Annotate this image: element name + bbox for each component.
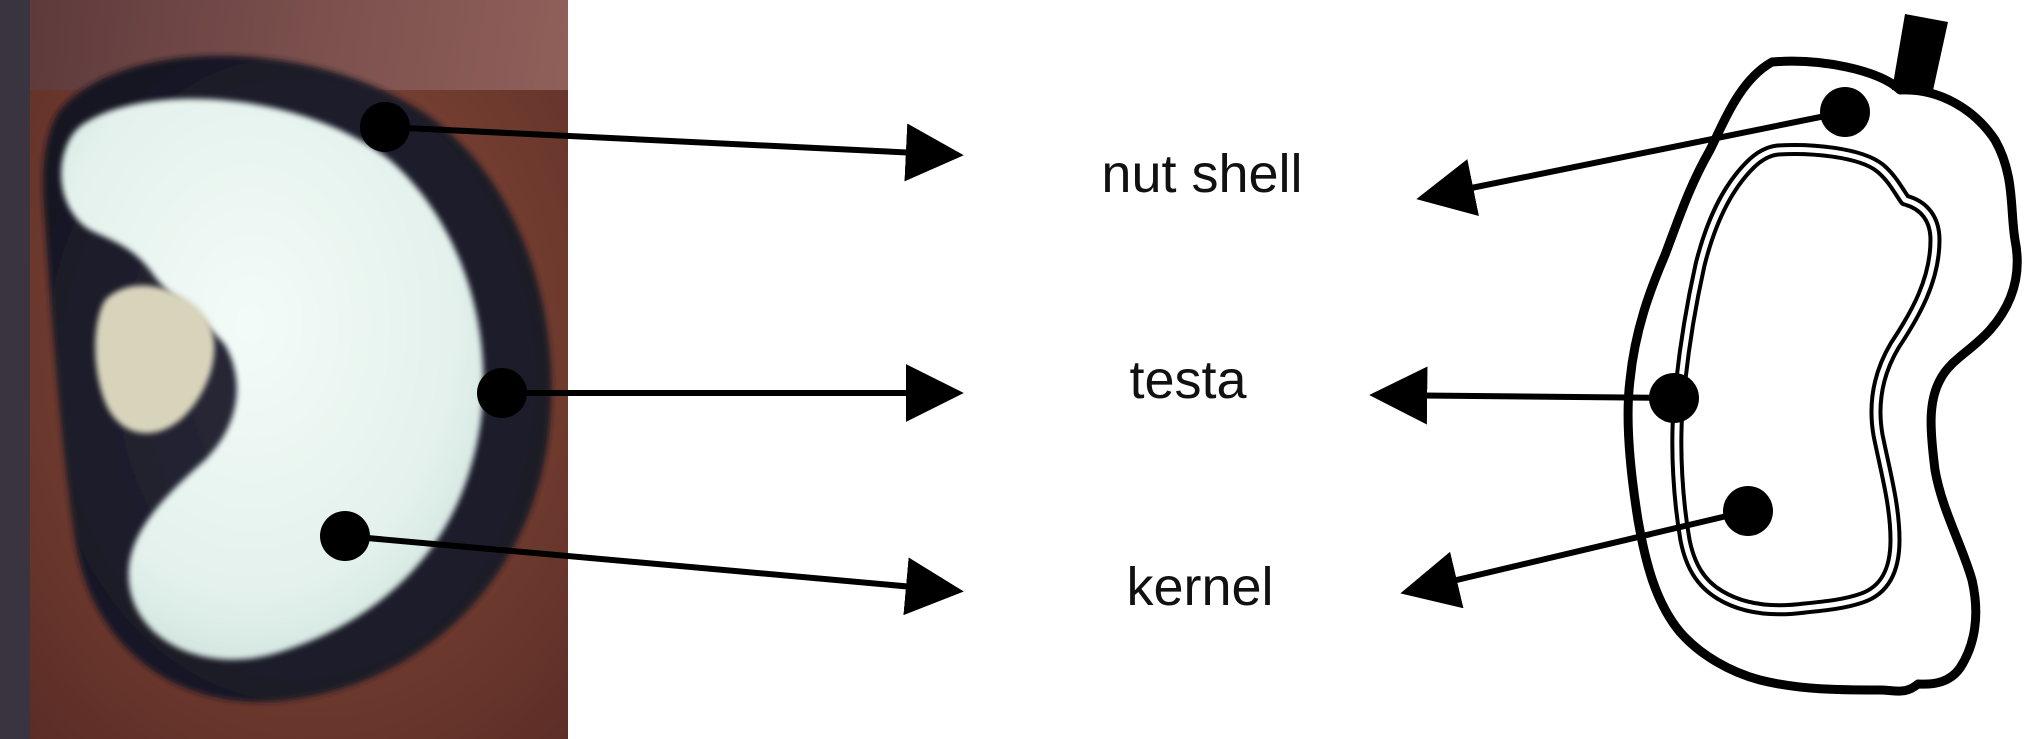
arrow-drawing-kernel (1400, 508, 1749, 609)
drawing-nut-shell-outline (1623, 56, 2022, 696)
arrow-photo-kernel (344, 533, 964, 616)
connectors-left (320, 102, 964, 616)
photo-germ (95, 285, 215, 434)
arrow-photo-nut-shell (384, 123, 964, 182)
dot-drawing-testa (1649, 373, 1699, 423)
cashew-line-drawing (1623, 14, 2022, 696)
label-kernel: kernel (1126, 557, 1273, 617)
label-nut-shell: nut shell (1101, 144, 1302, 204)
drawing-stem (1892, 14, 1948, 95)
dot-photo-testa (477, 368, 527, 418)
dot-photo-kernel (320, 511, 370, 561)
dot-photo-nut-shell (360, 102, 410, 152)
dot-drawing-nut-shell (1820, 87, 1870, 137)
connectors-right (1369, 87, 1870, 609)
photo-kernel (61, 98, 484, 660)
cashew-photo (0, 0, 568, 739)
dot-drawing-kernel (1723, 486, 1773, 536)
arrow-drawing-nut-shell (1416, 109, 1846, 217)
label-testa: testa (1129, 350, 1247, 410)
arrow-drawing-testa (1369, 366, 1675, 425)
